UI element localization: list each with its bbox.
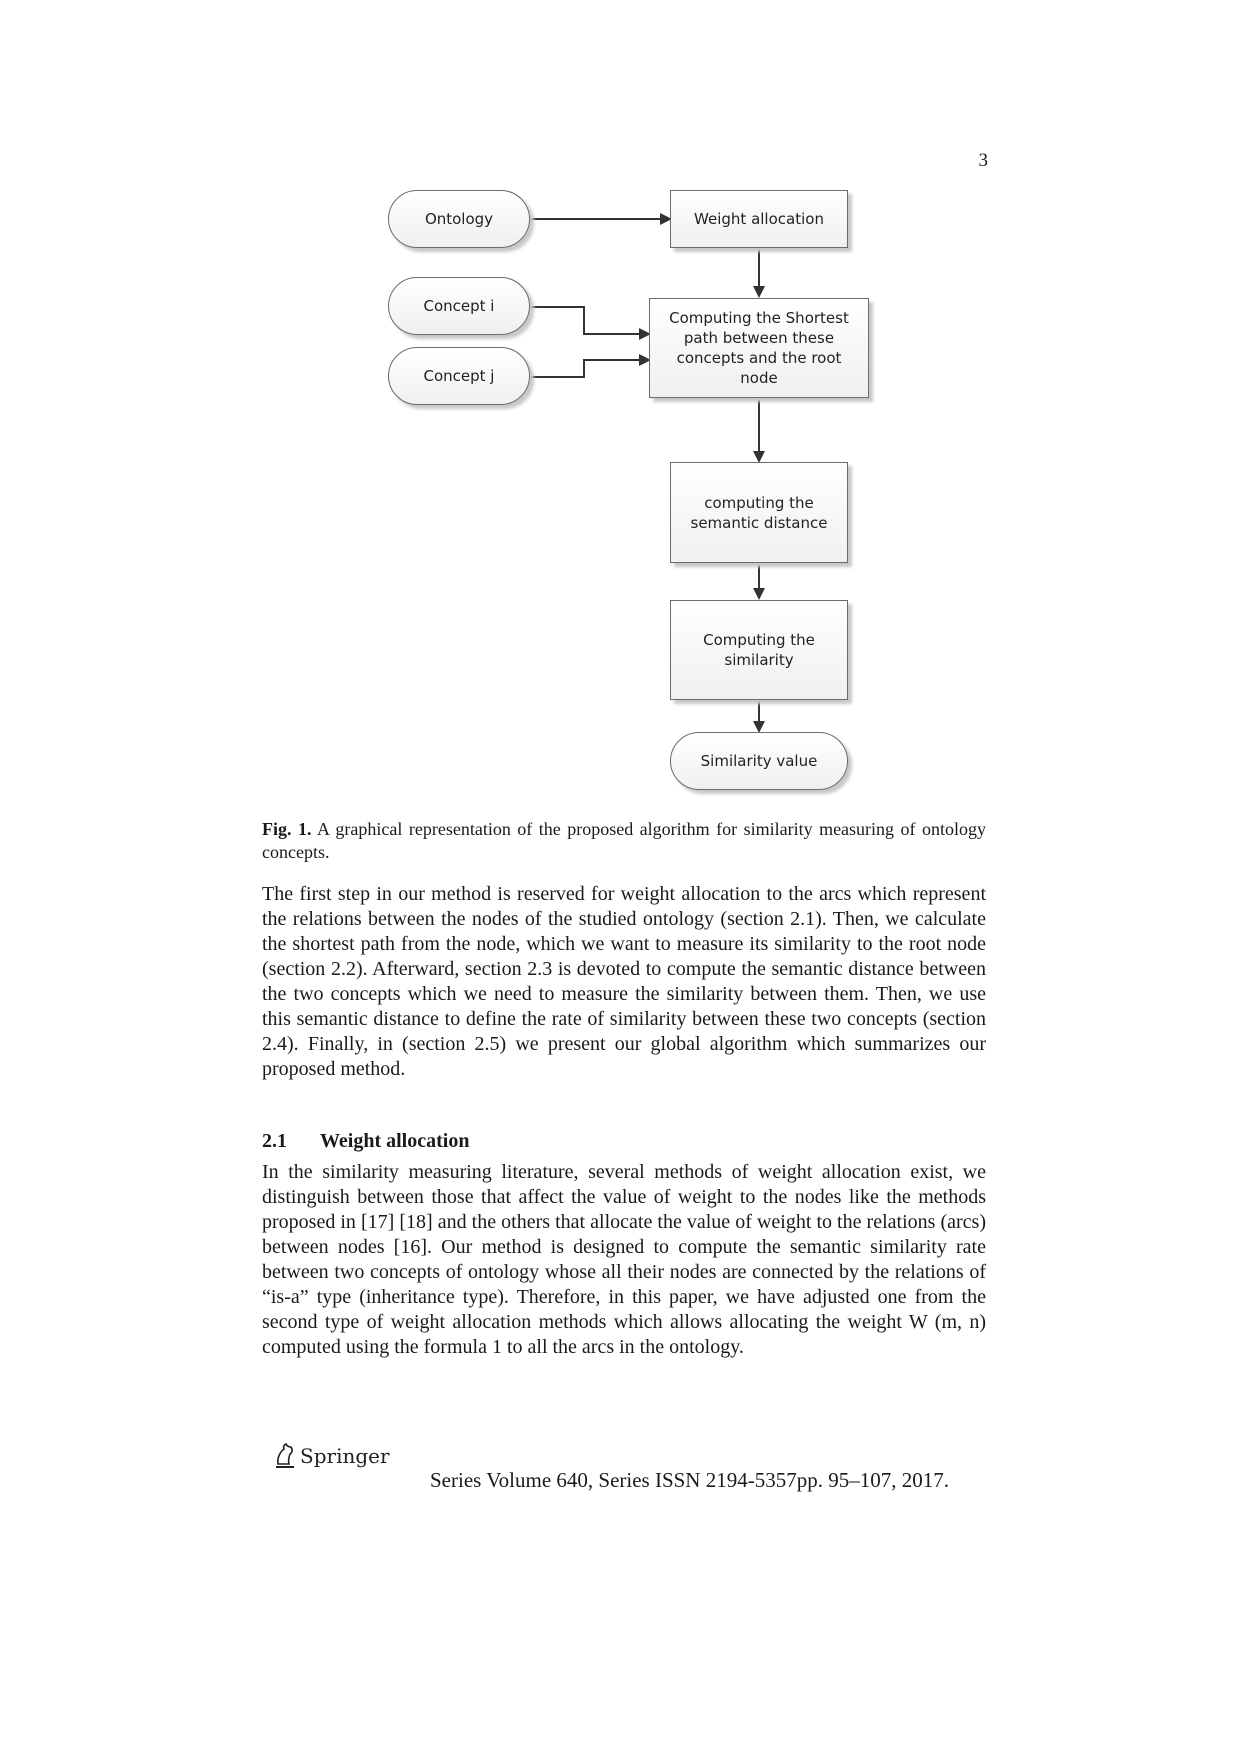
page-number: 3 — [978, 150, 989, 171]
figure-caption-label: Fig. 1. — [262, 819, 312, 839]
figure-caption-text: A graphical representation of the propos… — [262, 819, 986, 862]
series-info: Series Volume 640, Series ISSN 2194-5357… — [430, 1468, 949, 1492]
figure-caption: Fig. 1. A graphical representation of th… — [262, 818, 986, 864]
node-semantic-distance-label: computing the semantic distance — [690, 493, 828, 532]
arrow-concept-i-to-shortest — [531, 306, 651, 340]
node-weight-allocation: Weight allocation — [670, 190, 848, 248]
node-ontology: Ontology — [388, 190, 530, 248]
flowchart-connectors — [531, 213, 765, 733]
node-concept-j: Concept j — [388, 347, 530, 405]
springer-horse-icon — [276, 1442, 294, 1468]
node-weight-allocation-label: Weight allocation — [694, 210, 824, 228]
node-concept-j-label: Concept j — [423, 367, 495, 385]
springer-wordmark: Springer — [300, 1444, 390, 1468]
node-concept-i: Concept i — [388, 277, 530, 335]
paragraph-overview: The first step in our method is reserved… — [262, 883, 986, 1080]
node-ontology-label: Ontology — [424, 210, 494, 228]
algorithm-flowchart: Ontology Concept i Concept j Weight allo… — [0, 0, 1240, 810]
node-similarity-value-label: Similarity value — [700, 752, 818, 770]
arrow-concept-j-to-shortest — [531, 354, 651, 378]
section-number: 2.1 — [262, 1130, 287, 1152]
paragraph-weight-allocation: In the similarity measuring literature, … — [262, 1161, 986, 1358]
node-shortest-path-label: Computing the Shortest path between thes… — [669, 309, 849, 387]
section-heading: 2.1 Weight allocation — [262, 1130, 469, 1153]
node-concept-i-label: Concept i — [423, 297, 495, 315]
springer-logo: Springer — [274, 1442, 390, 1470]
node-similarity: Computing the similarity — [670, 600, 848, 700]
node-similarity-value: Similarity value — [670, 732, 848, 790]
section-title: Weight allocation — [320, 1130, 470, 1152]
node-semantic-distance: computing the semantic distance — [670, 462, 848, 563]
node-shortest-path: Computing the Shortest path between thes… — [649, 298, 869, 398]
node-similarity-label: Computing the similarity — [703, 631, 815, 669]
